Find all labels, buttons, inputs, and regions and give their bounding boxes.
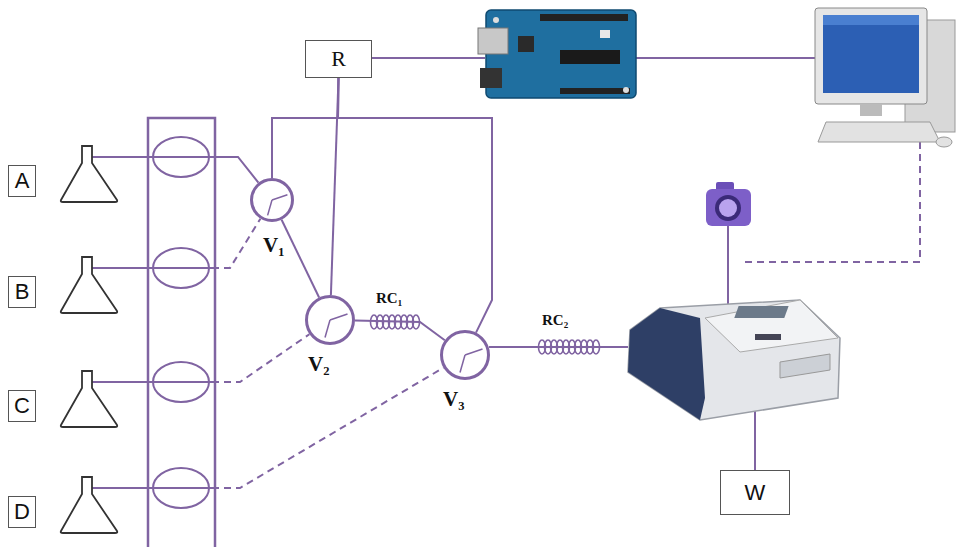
flask-label-box: B: [8, 276, 36, 308]
wire: [92, 58, 920, 488]
flask-icon: [58, 370, 120, 428]
camera: [706, 182, 751, 226]
pump-body: [148, 118, 215, 547]
coil-label: RC₂: [542, 312, 568, 329]
coil-turn: [593, 340, 600, 354]
tube-connector: [92, 157, 258, 183]
flask-icon: [58, 476, 120, 534]
flask-icon: [58, 145, 120, 203]
valve-spoke: [465, 349, 483, 355]
flask-label-box: A: [8, 165, 36, 197]
reagent-flask: B: [8, 256, 120, 314]
valve: V₂: [305, 295, 355, 345]
reagent-flask: C: [8, 370, 120, 428]
flask-label-box: C: [8, 390, 36, 422]
arduino-board: [478, 10, 636, 98]
coil-label: RC₁: [376, 290, 402, 307]
tube-connector: [338, 78, 492, 333]
tube-connector: [92, 219, 260, 268]
valve-spoke: [325, 320, 330, 338]
flask-label-box: D: [8, 496, 36, 528]
valve-spoke: [268, 200, 272, 215]
valve-spoke: [272, 195, 287, 200]
tube-connector: [272, 78, 339, 178]
device-box: R: [305, 40, 372, 78]
reagent-flask: D: [8, 476, 120, 534]
computer: [815, 8, 955, 147]
coil-turn: [413, 315, 420, 329]
spectrophotometer: [628, 300, 840, 420]
pump-rollers: [153, 137, 209, 508]
tube-connector: [92, 334, 309, 382]
reagent-flask: A: [8, 145, 120, 203]
valve: V₃: [440, 330, 490, 380]
tube-connector: [92, 368, 444, 488]
valve: V₁: [250, 178, 294, 222]
device-box: W: [720, 470, 790, 515]
valve-spoke: [330, 314, 348, 320]
tube-connector: [282, 220, 320, 298]
flask-icon: [58, 256, 120, 314]
valve-spoke: [460, 355, 465, 373]
